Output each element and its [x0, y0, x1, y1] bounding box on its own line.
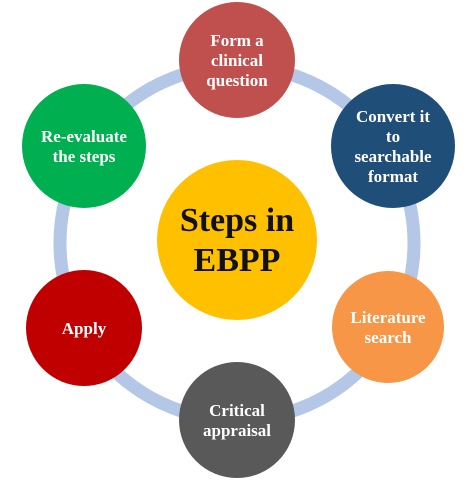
center-title-line: Steps in	[180, 202, 294, 239]
step-label-line: searchable	[354, 147, 432, 166]
center-title-line: EBPP	[194, 242, 281, 279]
step-label-line: appraisal	[203, 421, 271, 440]
step-label-line: Convert it	[356, 107, 430, 126]
step-label-line: Re-evaluate	[41, 127, 127, 146]
step-circle	[26, 270, 142, 386]
step-label-line: clinical	[211, 51, 263, 70]
step-label-line: to	[386, 127, 400, 146]
step-circle	[22, 84, 146, 208]
step-circle	[179, 362, 295, 478]
step-label-line: format	[368, 167, 418, 186]
step-circle	[179, 2, 295, 118]
step-label: Apply	[62, 319, 107, 338]
step-label-line: Apply	[62, 319, 107, 338]
step-label-line: question	[206, 71, 268, 90]
step-circle	[332, 271, 444, 383]
step-label-line: the steps	[53, 147, 116, 166]
step-circle	[331, 84, 455, 208]
step-label-line: Critical	[209, 401, 265, 420]
step-label-line: search	[365, 328, 412, 347]
step-label-line: Form a	[210, 31, 264, 50]
step-label-line: Literature	[350, 308, 426, 327]
step-node-apply: Apply	[26, 270, 142, 386]
center-circle	[157, 160, 317, 320]
